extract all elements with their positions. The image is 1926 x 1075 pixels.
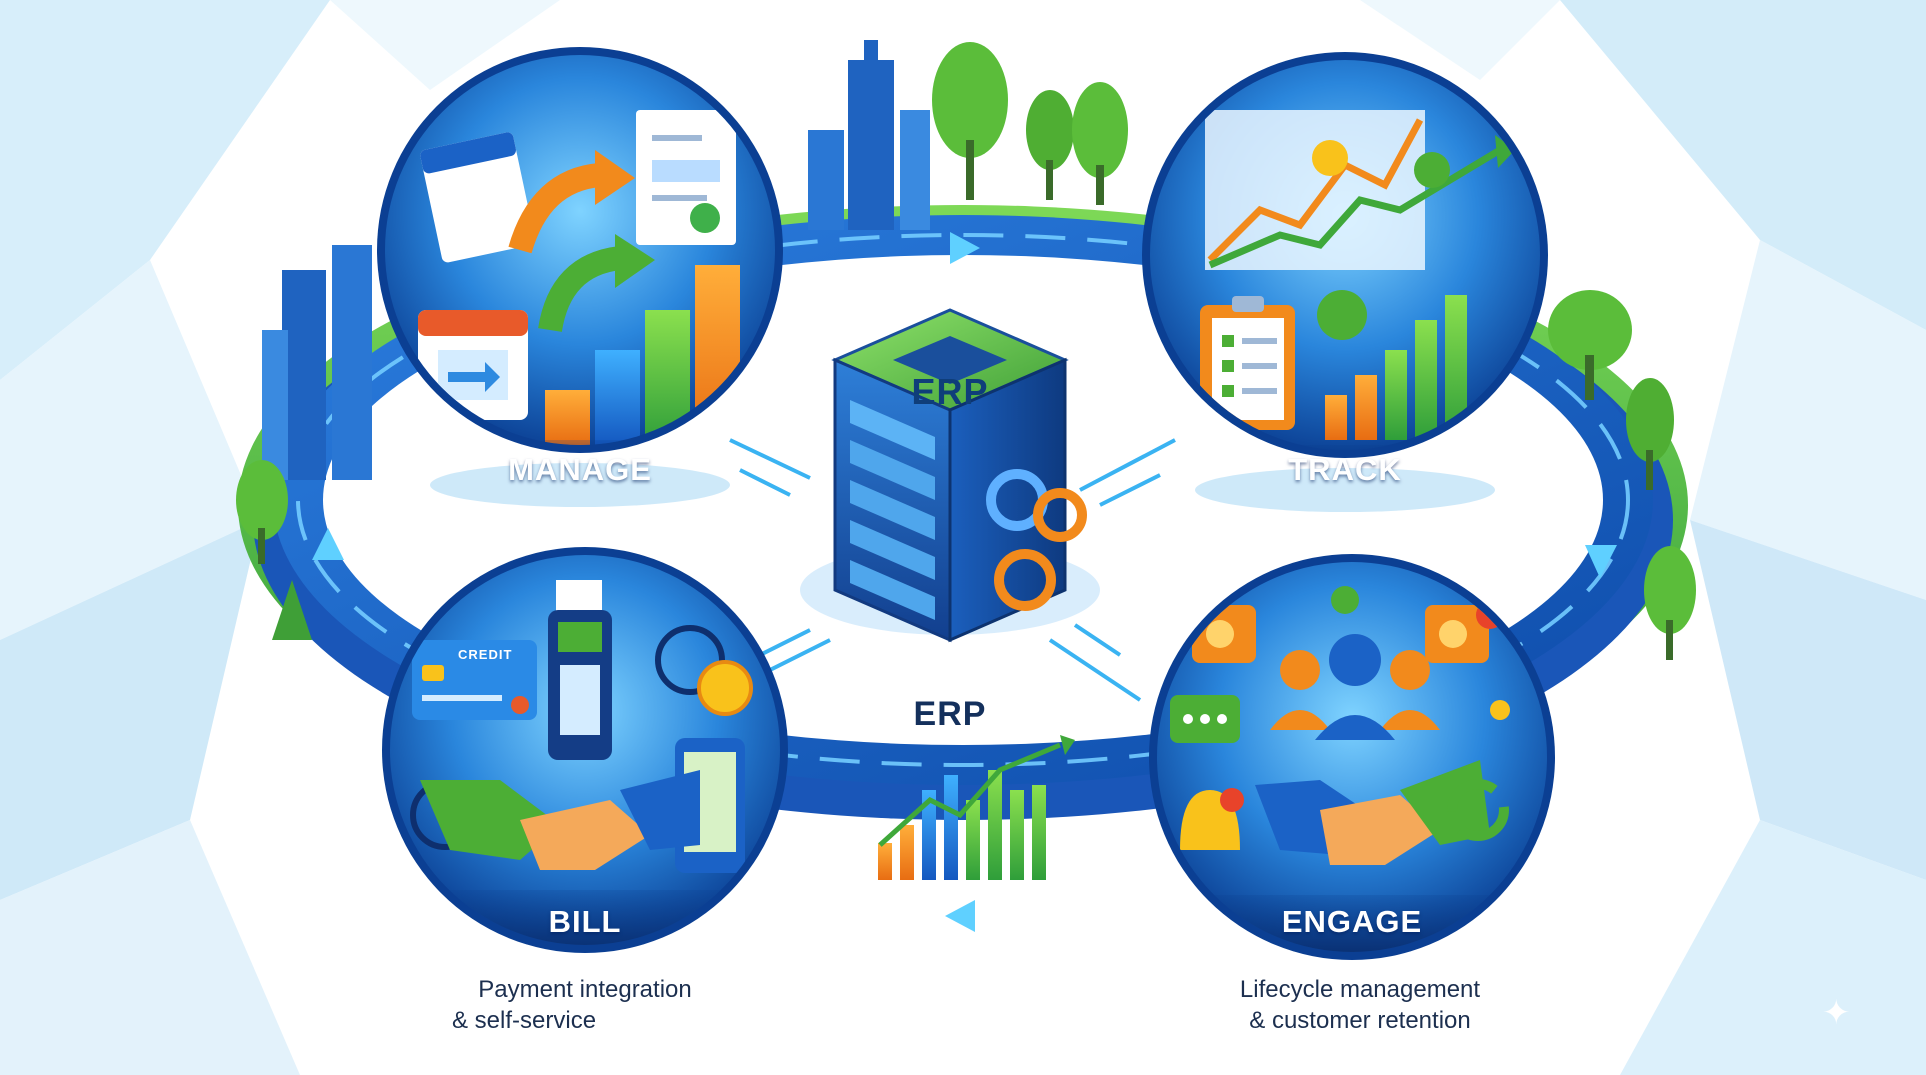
engage-stage-label: ENGAGE (1281, 904, 1423, 939)
trees (236, 42, 1696, 660)
sparkle-icon: ✦ (1822, 993, 1851, 1033)
stage-manage (377, 47, 783, 507)
city-buildings (262, 40, 930, 480)
clipboard-checklist-icon (1200, 296, 1295, 430)
erp-server (800, 308, 1100, 643)
bill-caption-line-1: Payment integration (478, 976, 692, 1003)
engage-caption: Lifecycle management & customer retentio… (1175, 974, 1545, 1036)
handshake-icon (1255, 760, 1490, 865)
stage-engage (1149, 554, 1555, 960)
notification-bell-icon (1180, 601, 1504, 850)
erp-box-label: ERP (911, 371, 989, 412)
dollar-coin-icon (1312, 140, 1450, 340)
customer-group-icon (1270, 586, 1510, 740)
center-bar-chart (878, 735, 1075, 880)
calendar-icon (418, 132, 535, 420)
refresh-cycle-icon (1447, 779, 1509, 841)
credit-card-label: CREDIT (458, 647, 513, 662)
connector-arrows (729, 438, 1176, 702)
track-stage-label: TRACK (1288, 452, 1402, 487)
bill-stage-label: BILL (548, 904, 622, 939)
dollar-coin-icon (697, 660, 753, 716)
growth-arrow-icon (508, 150, 655, 333)
payment-terminal-icon (548, 580, 612, 760)
manage-stage-label: MANAGE (508, 452, 652, 487)
erp-center-label: ERP (913, 695, 987, 733)
engage-caption-line-1: Lifecycle management (1239, 976, 1481, 1003)
line-chart-icon (1205, 110, 1515, 270)
bill-caption-line-2: & self-service (452, 1007, 597, 1034)
engage-caption-line-2: & customer retention (1249, 1007, 1471, 1034)
stage-bill (382, 547, 788, 953)
bill-caption: Payment integration & self-service (405, 974, 765, 1036)
credit-card-icon (412, 640, 537, 720)
bar-chart-icon (1325, 295, 1467, 440)
chat-bubble-icon (1170, 695, 1240, 743)
handshake-icon (420, 770, 700, 870)
stage-track (1142, 52, 1548, 512)
ring-arrows (312, 232, 1617, 932)
invoice-document-icon (636, 110, 736, 245)
